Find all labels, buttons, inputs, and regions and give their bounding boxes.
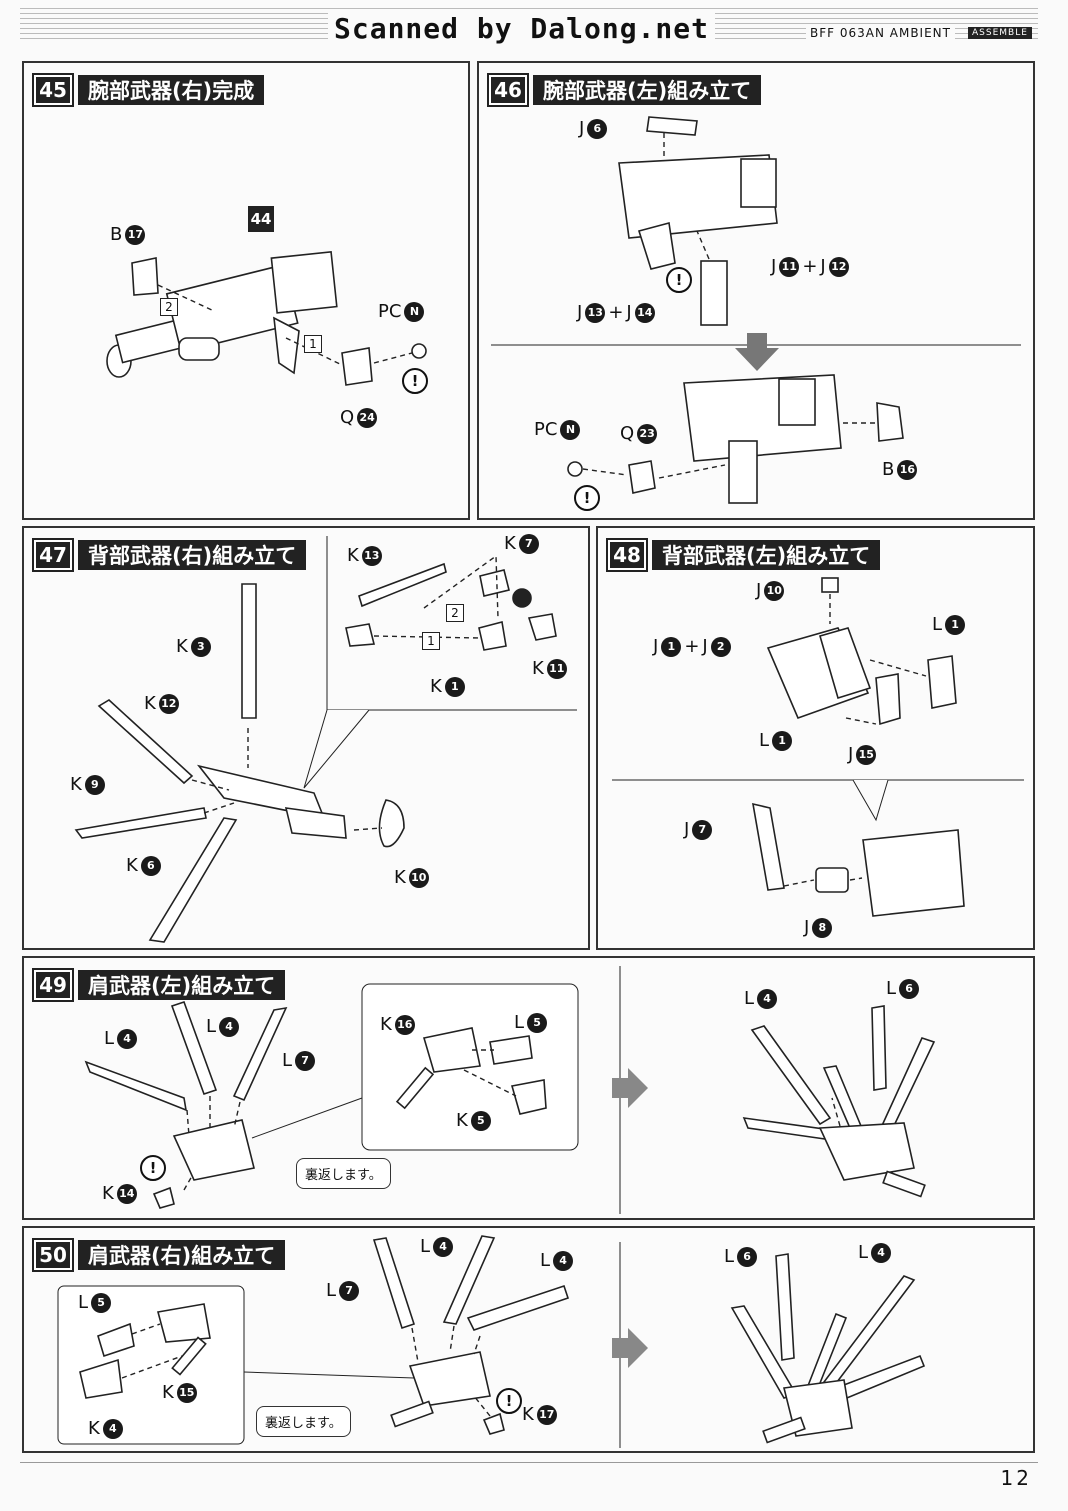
step-title: 腕部武器(左)組み立て (533, 75, 762, 105)
step-title: 肩武器(左)組み立て (78, 970, 286, 1000)
arm-weapon-right-illustration (106, 250, 427, 386)
reference-step-badge: 44 (248, 206, 274, 232)
step-title: 背部武器(左)組み立て (652, 540, 881, 570)
step-48-title: 48 背部武器(左)組み立て (606, 538, 881, 572)
page-number: 12 (1000, 1466, 1032, 1490)
step-number: 47 (32, 538, 74, 572)
arm-weapon-left-illustration (491, 116, 1021, 504)
step-45-title: 45 腕部武器(右)完成 (32, 73, 265, 107)
step-number: 49 (32, 968, 74, 1002)
step-number: 46 (487, 73, 529, 107)
sequence-2: 2 (446, 604, 464, 622)
assemble-tag: ASSEMBLE (968, 27, 1032, 39)
caution-icon: ! (402, 368, 428, 394)
part-label-j1-j2: J1K+J2 (653, 636, 731, 657)
caution-icon: ! (666, 267, 692, 293)
caution-icon: ! (574, 485, 600, 511)
back-weapon-right-illustration (74, 536, 577, 943)
sequence-1: 1 (304, 335, 322, 353)
step-number: 50 (32, 1238, 74, 1272)
step-49-title: 49 肩武器(左)組み立て (32, 968, 286, 1002)
flip-note: 裏返します。 (256, 1406, 351, 1437)
step-49-panel: 49 肩武器(左)組み立て (22, 956, 1035, 1220)
step-48-panel: 48 背部武器(左)組み立て J10 J1K+J2 L1 L1 J15 J7 J… (596, 526, 1035, 950)
sequence-2: 2 (160, 298, 178, 316)
step-number: 48 (606, 538, 648, 572)
back-weapon-left-illustration (612, 577, 1024, 917)
shoulder-weapon-left-illustration (84, 966, 936, 1214)
caution-icon: ! (496, 1388, 522, 1414)
shoulder-weapon-right-illustration (57, 1235, 926, 1448)
step-50-panel: 50 肩武器(右)組み立て (22, 1226, 1035, 1453)
flip-note: 裏返します。 (296, 1158, 391, 1189)
step-title: 肩武器(右)組み立て (78, 1240, 286, 1270)
step-47-title: 47 背部武器(右)組み立て (32, 538, 307, 572)
step-title: 腕部武器(右)完成 (78, 75, 265, 105)
step-number: 45 (32, 73, 74, 107)
watermark: Scanned by Dalong.net (328, 12, 716, 45)
step-title: 背部武器(右)組み立て (78, 540, 307, 570)
sequence-1: 1 (422, 632, 440, 650)
model-name: BFF 063AN AMBIENT (806, 26, 955, 40)
step-46-title: 46 腕部武器(左)組み立て (487, 73, 762, 107)
step-50-title: 50 肩武器(右)組み立て (32, 1238, 286, 1272)
footer-rule (20, 1462, 1038, 1463)
caution-icon: ! (140, 1155, 166, 1181)
